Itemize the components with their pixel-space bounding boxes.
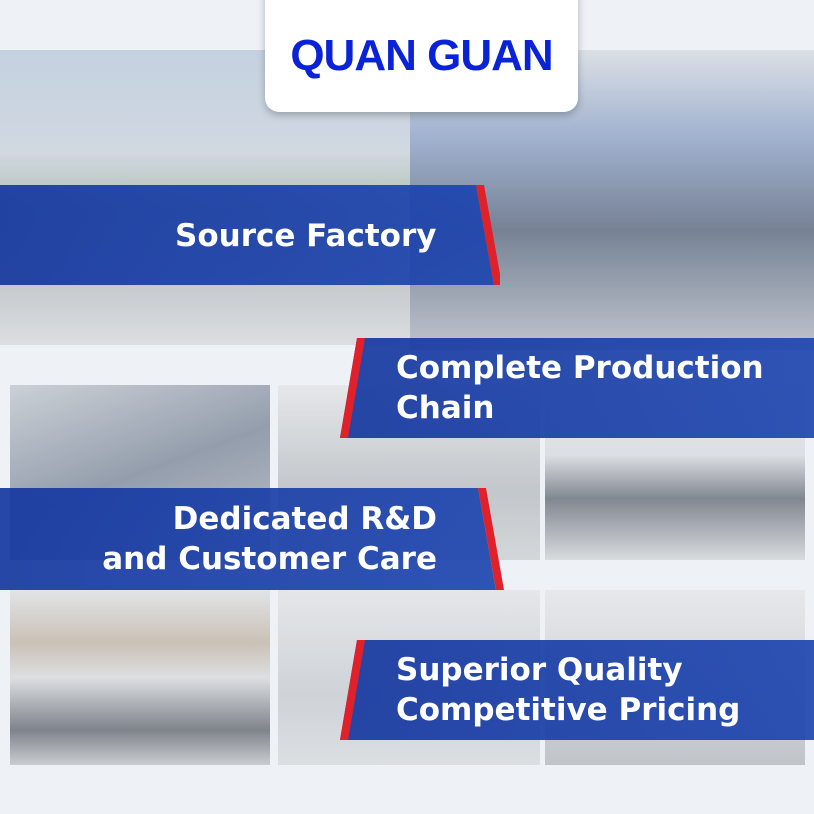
banner-quality-pricing: Superior Quality Competitive Pricing <box>335 640 814 740</box>
banner-line: Superior Quality <box>396 652 683 688</box>
banner-line: Competitive Pricing <box>396 692 741 728</box>
banner-text: Dedicated R&D and Customer Care <box>102 499 437 579</box>
banner-source-factory: Source Factory <box>0 185 500 285</box>
banner-rd-customer-care: Dedicated R&D and Customer Care <box>0 488 505 590</box>
banner-fill <box>340 640 814 740</box>
banner-text: Complete Production Chain <box>396 348 764 428</box>
banner-line: Complete Production <box>396 350 764 386</box>
brand-title-box: QUAN GUAN <box>265 0 578 112</box>
banner-fill <box>0 185 494 285</box>
banner-text: Source Factory <box>175 216 436 256</box>
banner-fill <box>340 338 814 438</box>
banner-line: Dedicated R&D <box>172 501 437 537</box>
warehouse-products-photo <box>10 590 270 765</box>
banner-line: Source Factory <box>175 218 437 254</box>
banner-line: and Customer Care <box>102 541 437 577</box>
brand-title: QUAN GUAN <box>290 31 553 80</box>
banner-fill <box>0 488 496 590</box>
banner-line: Chain <box>396 390 495 426</box>
banner-production-chain: Complete Production Chain <box>335 338 814 438</box>
banner-text: Superior Quality Competitive Pricing <box>396 650 740 730</box>
